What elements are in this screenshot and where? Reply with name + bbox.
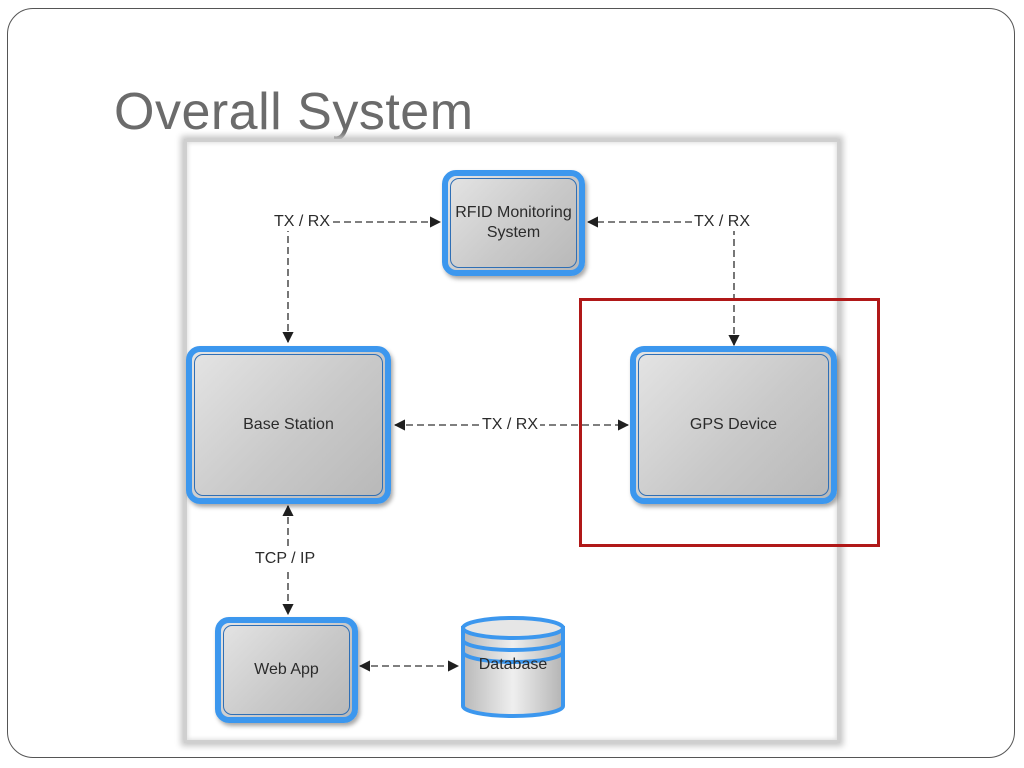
- node-gps-device: GPS Device: [630, 346, 837, 504]
- base-station-label: Base Station: [243, 416, 334, 433]
- gps-highlight-box: [579, 298, 880, 547]
- rfid-label-line1: RFID Monitoring: [455, 204, 572, 221]
- gps-device-label: GPS Device: [689, 416, 778, 433]
- rfid-label-line2: System: [486, 224, 541, 241]
- node-web-app: Web App: [215, 617, 358, 723]
- node-rfid-monitoring-system: RFID Monitoring System: [442, 170, 585, 276]
- edge-base-rfid: [282, 216, 442, 344]
- database-icon: [461, 616, 565, 718]
- node-base-station: Base Station: [186, 346, 391, 504]
- slide-title: Overall System: [114, 83, 474, 141]
- edge-label-base-gps: TX / RX: [480, 416, 541, 434]
- edge-label-base-webapp: TCP / IP: [253, 550, 318, 568]
- edge-label-base-rfid: TX / RX: [272, 213, 333, 231]
- database-label: Database: [478, 656, 548, 673]
- edge-label-gps-rfid: TX / RX: [692, 213, 753, 231]
- web-app-label: Web App: [254, 661, 319, 678]
